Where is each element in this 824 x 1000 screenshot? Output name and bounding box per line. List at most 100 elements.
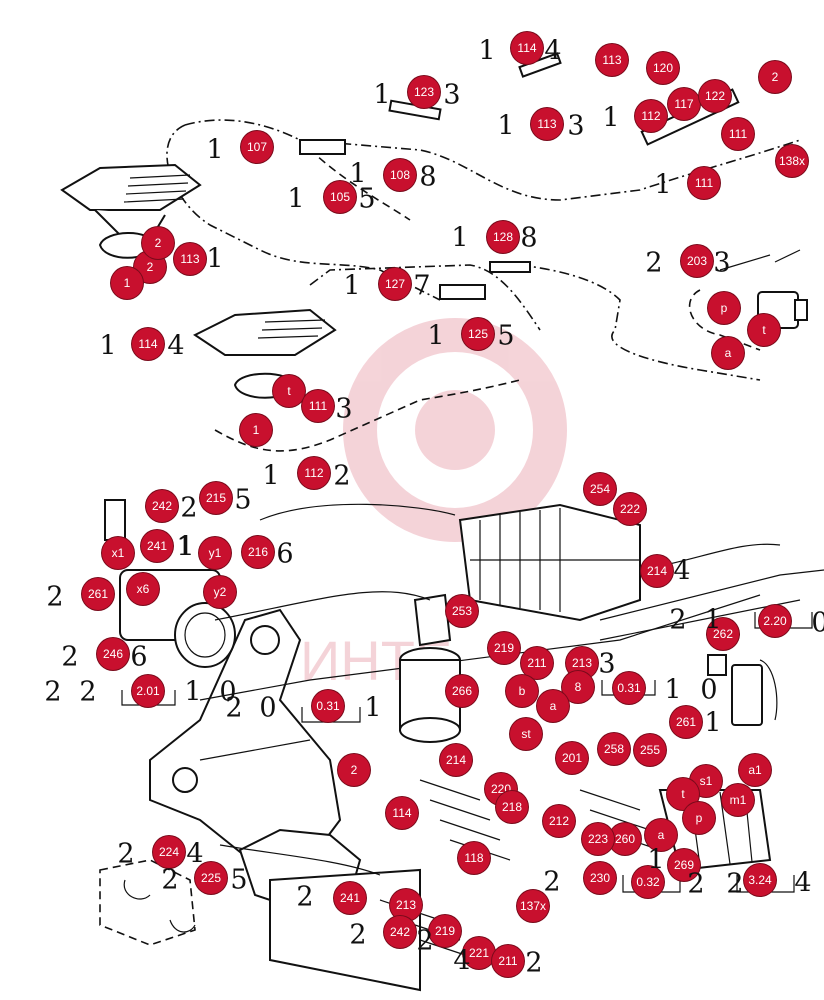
callout-y1[interactable]: y1	[199, 537, 231, 569]
callout-218[interactable]: 218	[496, 791, 528, 823]
callout-108[interactable]: 108	[384, 159, 416, 191]
watermark-gear-icon	[343, 318, 567, 542]
callout-137x[interactable]: 137x	[517, 890, 549, 922]
callout-262[interactable]: 262	[707, 618, 739, 650]
callout-107[interactable]: 107	[241, 131, 273, 163]
callout-2.01[interactable]: 2.01	[132, 675, 164, 707]
callout-2c[interactable]: 2	[142, 227, 174, 259]
callout-125[interactable]: 125	[462, 318, 494, 350]
callout-112[interactable]: 112	[635, 100, 667, 132]
callout-246[interactable]: 246	[97, 638, 129, 670]
callout-138x[interactable]: 138x	[776, 145, 808, 177]
callout-241[interactable]: 241	[141, 530, 173, 562]
callout-p[interactable]: p	[708, 292, 740, 324]
callout-221[interactable]: 221	[463, 937, 495, 969]
callout-269[interactable]: 269	[668, 849, 700, 881]
callout-230[interactable]: 230	[584, 862, 616, 894]
callout-211b[interactable]: 211	[492, 945, 524, 977]
callout-118[interactable]: 118	[458, 842, 490, 874]
callout-0.32[interactable]: 0.32	[632, 866, 664, 898]
label-num: 1	[176, 531, 194, 563]
callout-0.31b[interactable]: 0.31	[613, 672, 645, 704]
callout-8[interactable]: 8	[562, 671, 594, 703]
callout-105[interactable]: 105	[324, 181, 356, 213]
label-num: 1	[262, 460, 280, 492]
callout-224[interactable]: 224	[153, 836, 185, 868]
callout-x6[interactable]: x6	[127, 573, 159, 605]
callout-1b[interactable]: 1	[240, 414, 272, 446]
callout-211[interactable]: 211	[521, 647, 553, 679]
callout-253[interactable]: 253	[446, 595, 478, 627]
callout-113b[interactable]: 113	[531, 108, 563, 140]
callout-st[interactable]: st	[510, 718, 542, 750]
callout-241b[interactable]: 241	[334, 882, 366, 914]
callout-120[interactable]: 120	[647, 52, 679, 84]
callout-113[interactable]: 113	[596, 44, 628, 76]
callout-254[interactable]: 254	[584, 473, 616, 505]
callout-225[interactable]: 225	[195, 862, 227, 894]
callout-2d[interactable]: 2	[338, 754, 370, 786]
label-num: 2	[61, 641, 79, 673]
callout-111c[interactable]: 111	[302, 390, 334, 422]
label-num: 0	[259, 692, 277, 724]
callout-219b[interactable]: 219	[429, 915, 461, 947]
callout-128[interactable]: 128	[487, 221, 519, 253]
callout-114[interactable]: 114	[511, 32, 543, 64]
callout-b[interactable]: b	[506, 675, 538, 707]
callout-113c[interactable]: 113	[174, 243, 206, 275]
callout-214b[interactable]: 214	[440, 744, 472, 776]
callout-242b[interactable]: 242	[384, 916, 416, 948]
callout-260[interactable]: 260	[609, 823, 641, 855]
callout-111b[interactable]: 111	[688, 167, 720, 199]
callout-127[interactable]: 127	[379, 268, 411, 300]
callout-122[interactable]: 122	[699, 80, 731, 112]
callout-223[interactable]: 223	[582, 823, 614, 855]
callout-a[interactable]: a	[712, 337, 744, 369]
callout-114b[interactable]: 114	[132, 328, 164, 360]
callout-203[interactable]: 203	[681, 245, 713, 277]
callout-a3[interactable]: a	[645, 819, 677, 851]
callout-215[interactable]: 215	[200, 482, 232, 514]
label-num: 2	[543, 866, 561, 898]
callout-213[interactable]: 213	[566, 647, 598, 679]
callout-2.20[interactable]: 2.20	[759, 605, 791, 637]
label-num: 1	[349, 158, 367, 190]
callout-255[interactable]: 255	[634, 734, 666, 766]
callout-3.24[interactable]: 3.24	[744, 864, 776, 896]
callout-213b[interactable]: 213	[390, 889, 422, 921]
label-num: 1	[497, 110, 515, 142]
callout-m1[interactable]: m1	[722, 784, 754, 816]
callout-114c[interactable]: 114	[386, 797, 418, 829]
callout-222[interactable]: 222	[614, 493, 646, 525]
label-num: 1	[99, 330, 117, 362]
callout-t2[interactable]: t	[273, 375, 305, 407]
callout-112b[interactable]: 112	[298, 457, 330, 489]
callout-216[interactable]: 216	[242, 536, 274, 568]
callout-111[interactable]: 111	[722, 118, 754, 150]
callout-212[interactable]: 212	[543, 805, 575, 837]
callout-266[interactable]: 266	[446, 675, 478, 707]
callout-117[interactable]: 117	[668, 88, 700, 120]
callout-219[interactable]: 219	[488, 632, 520, 664]
callout-258[interactable]: 258	[598, 733, 630, 765]
label-num: 2	[161, 864, 179, 896]
label-num: 1	[427, 320, 445, 352]
callout-0.31[interactable]: 0.31	[312, 690, 344, 722]
callout-214[interactable]: 214	[641, 555, 673, 587]
callout-y2[interactable]: y2	[204, 576, 236, 608]
label-num: 1	[654, 169, 672, 201]
callout-p2[interactable]: p	[683, 802, 715, 834]
callout-123[interactable]: 123	[408, 76, 440, 108]
callout-a2[interactable]: a	[537, 690, 569, 722]
callout-201[interactable]: 201	[556, 742, 588, 774]
callout-x1[interactable]: x1	[102, 537, 134, 569]
label-num: 2	[225, 692, 243, 724]
callout-t[interactable]: t	[748, 314, 780, 346]
callout-261b[interactable]: 261	[670, 706, 702, 738]
callout-2[interactable]: 2	[759, 61, 791, 93]
callout-1a[interactable]: 1	[111, 267, 143, 299]
callout-a1[interactable]: a1	[739, 754, 771, 786]
callout-242[interactable]: 242	[146, 490, 178, 522]
label-num: 7	[413, 270, 431, 302]
callout-261[interactable]: 261	[82, 578, 114, 610]
